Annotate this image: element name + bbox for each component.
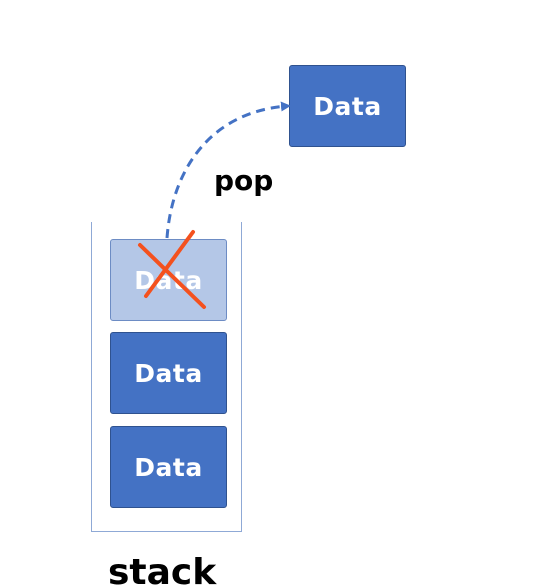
- stack-item-bottom: Data: [110, 426, 227, 508]
- pop-arrow: [165, 101, 291, 239]
- pop-label: pop: [214, 164, 274, 197]
- stack-container: [91, 222, 242, 532]
- stack-label: stack: [108, 552, 217, 585]
- removed-cross-mark: [138, 230, 206, 309]
- stack-item-middle: Data: [110, 332, 227, 414]
